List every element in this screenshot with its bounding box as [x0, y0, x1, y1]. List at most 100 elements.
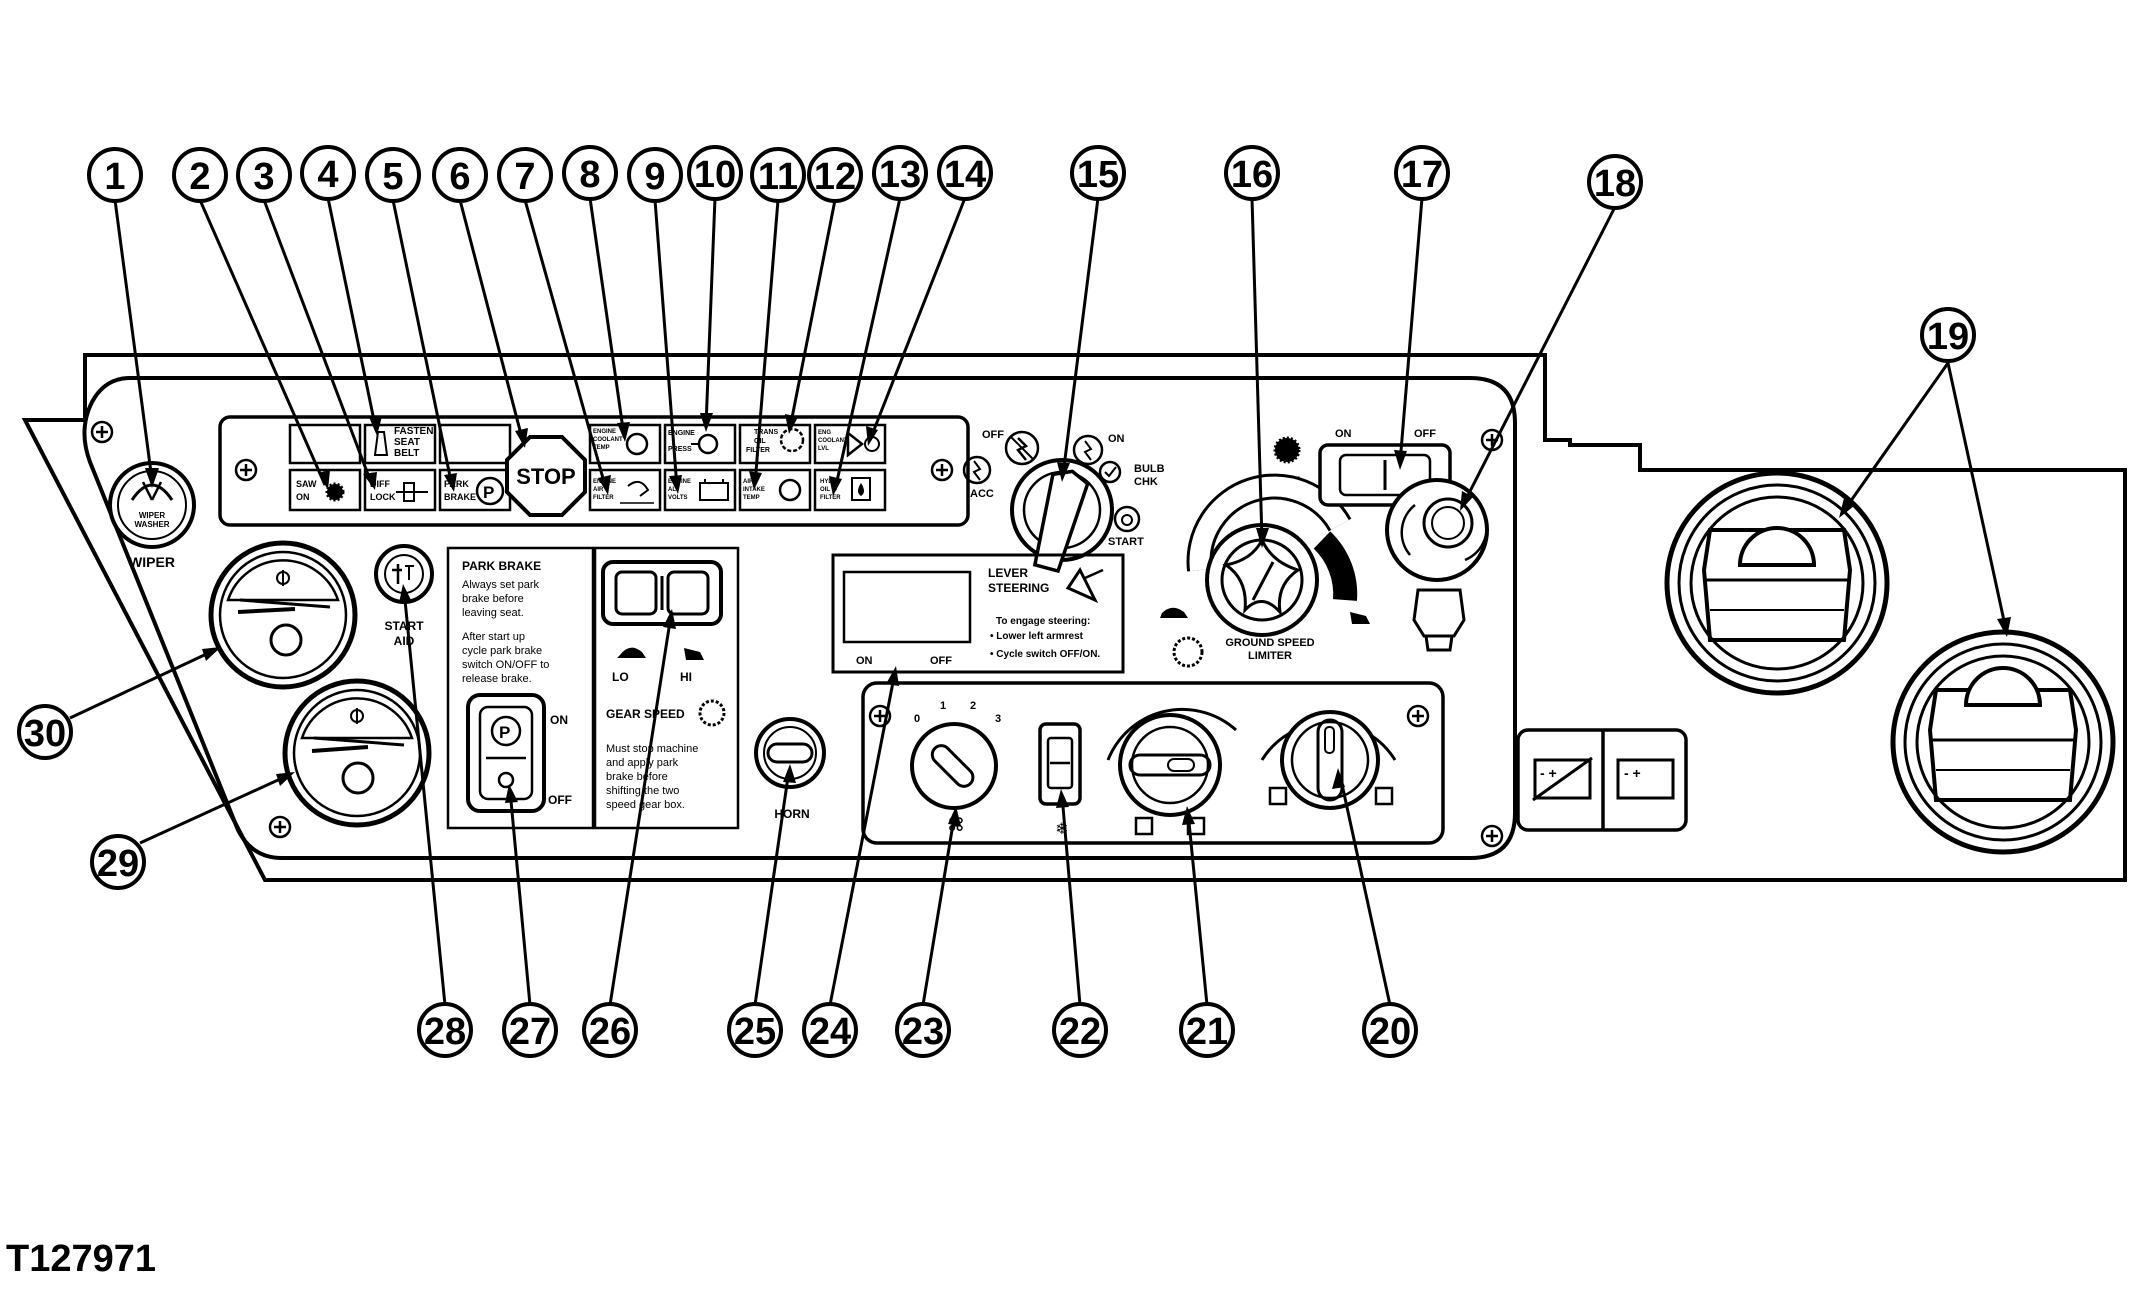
- svg-text:LOCK: LOCK: [370, 492, 396, 502]
- callout-25: 25: [727, 1002, 783, 1058]
- svg-text:7: 7: [514, 156, 535, 198]
- battery-icon: - +: [1616, 758, 1675, 800]
- svg-text:speed gear box.: speed gear box.: [606, 799, 685, 811]
- gauge-upper-left: [208, 540, 358, 690]
- svg-text:VOLTS: VOLTS: [668, 495, 688, 501]
- svg-text:COOLANT: COOLANT: [593, 437, 623, 443]
- svg-text:AIR: AIR: [743, 479, 754, 485]
- callout-17: 17: [1394, 145, 1450, 201]
- svg-text:26: 26: [589, 1011, 631, 1053]
- svg-text:17: 17: [1401, 154, 1443, 196]
- svg-text:P: P: [483, 483, 494, 502]
- svg-text:12: 12: [814, 156, 856, 198]
- svg-text:Always set park: Always set park: [462, 579, 540, 591]
- svg-text:CHK: CHK: [1134, 476, 1158, 488]
- svg-text:5: 5: [382, 156, 403, 198]
- gear-icon: [1172, 636, 1204, 668]
- fan-speed-dial[interactable]: 0 1 2 3: [910, 700, 1001, 810]
- callout-8: 8: [562, 145, 618, 201]
- horn-label: HORN: [774, 807, 809, 821]
- svg-text:16: 16: [1231, 154, 1273, 196]
- callout-10: 10: [687, 145, 743, 201]
- indicator-fasten-seat-belt: FASTEN SEAT BELT: [363, 423, 437, 465]
- svg-text:24: 24: [809, 1011, 851, 1053]
- callout-29: 29: [90, 834, 146, 890]
- air-vent-lower[interactable]: [1890, 629, 2116, 855]
- svg-text:30: 30: [24, 713, 66, 755]
- svg-text:- +: - +: [1540, 765, 1557, 781]
- callout-21: 21: [1179, 1002, 1235, 1058]
- callout-19: 19: [1920, 307, 1976, 363]
- svg-text:ALT: ALT: [668, 487, 680, 493]
- panel-screw: [1480, 824, 1504, 848]
- direction-control-knob[interactable]: [1385, 478, 1489, 652]
- svg-text:ENGINE: ENGINE: [668, 430, 695, 437]
- svg-text:21: 21: [1186, 1011, 1228, 1053]
- svg-text:START: START: [1108, 536, 1144, 548]
- indicator-hyd-oil-filter: HYD OIL FILTER: [813, 468, 887, 512]
- svg-text:After start up: After start up: [462, 631, 525, 643]
- svg-text:FILTER: FILTER: [593, 495, 614, 501]
- svg-text:switch ON/OFF to: switch ON/OFF to: [462, 659, 549, 671]
- svg-text:ENGINE: ENGINE: [593, 429, 616, 435]
- leader-arrowheads: [145, 413, 2011, 826]
- callout-9: 9: [627, 147, 683, 203]
- steering-switch[interactable]: [842, 570, 972, 644]
- key-switch[interactable]: [1010, 458, 1114, 574]
- svg-text:ENG: ENG: [818, 430, 831, 436]
- svg-text:27: 27: [509, 1011, 551, 1053]
- svg-text:Must stop machine: Must stop machine: [606, 743, 698, 755]
- svg-text:SEAT: SEAT: [394, 437, 420, 448]
- svg-text:4: 4: [317, 154, 338, 196]
- svg-text:LEVER: LEVER: [988, 566, 1028, 580]
- svg-text:BELT: BELT: [394, 448, 419, 459]
- air-vent-upper[interactable]: [1664, 470, 1890, 696]
- mode-dial[interactable]: [1260, 710, 1397, 810]
- svg-text:3: 3: [995, 713, 1001, 725]
- svg-text:WASHER: WASHER: [134, 520, 169, 529]
- callout-23: 23: [895, 1002, 951, 1058]
- svg-text:23: 23: [902, 1011, 944, 1053]
- gear-speed-switch[interactable]: [601, 560, 723, 626]
- svg-text:OIL: OIL: [754, 438, 766, 445]
- svg-text:and apply park: and apply park: [606, 757, 679, 769]
- wiper-knob[interactable]: WIPER WASHER: [108, 461, 196, 549]
- svg-text:brake before: brake before: [606, 771, 668, 783]
- svg-text:PRESS: PRESS: [668, 446, 692, 453]
- hvac-panel: [861, 681, 1445, 845]
- ac-switch[interactable]: [1038, 722, 1082, 806]
- svg-text:1: 1: [940, 700, 946, 712]
- callout-12: 12: [807, 147, 863, 203]
- temperature-dial[interactable]: [1106, 707, 1238, 836]
- svg-text:- +: - +: [1624, 765, 1641, 781]
- saw-switch-on-label: ON: [1335, 428, 1352, 440]
- svg-text:AIR: AIR: [593, 487, 604, 493]
- svg-text:10: 10: [694, 154, 736, 196]
- svg-text:TEMP: TEMP: [593, 445, 610, 451]
- indicator-air-intake-temp: AIR INTAKE TEMP: [738, 468, 812, 512]
- svg-text:15: 15: [1077, 154, 1119, 196]
- callout-20: 20: [1362, 1002, 1418, 1058]
- svg-text:brake before: brake before: [462, 593, 524, 605]
- park-brake-switch[interactable]: P: [466, 693, 546, 813]
- svg-text:ON: ON: [296, 492, 310, 502]
- svg-text:TEMP: TEMP: [743, 495, 760, 501]
- callout-24: 24: [802, 1002, 858, 1058]
- svg-text:STOP: STOP: [516, 464, 576, 489]
- svg-text:cycle park brake: cycle park brake: [462, 645, 542, 657]
- main-panel: [82, 376, 1517, 860]
- svg-text:BULB: BULB: [1134, 463, 1165, 475]
- svg-text:13: 13: [879, 154, 921, 196]
- svg-text:19: 19: [1927, 316, 1969, 358]
- park-brake-panel: PARK BRAKE Always set park brake before …: [446, 546, 595, 830]
- indicator-strip: FASTEN SEAT BELT ENGINE COOLANT TEMP ENG…: [218, 415, 970, 527]
- callouts: 1 2 3 4 5 6 7 8 9 10 11 12 13 14 15 16 1…: [17, 145, 1976, 1058]
- svg-text:14: 14: [944, 154, 986, 196]
- svg-text:STEERING: STEERING: [988, 581, 1049, 595]
- svg-text:29: 29: [97, 843, 139, 885]
- ground-speed-label: GROUND SPEED: [1225, 637, 1314, 649]
- panel-screw: [90, 420, 114, 444]
- svg-text:6: 6: [449, 156, 470, 198]
- key-switch-positions: OFF ON BULB CHK START ACC: [962, 429, 1165, 548]
- svg-text:PARK BRAKE: PARK BRAKE: [462, 559, 541, 573]
